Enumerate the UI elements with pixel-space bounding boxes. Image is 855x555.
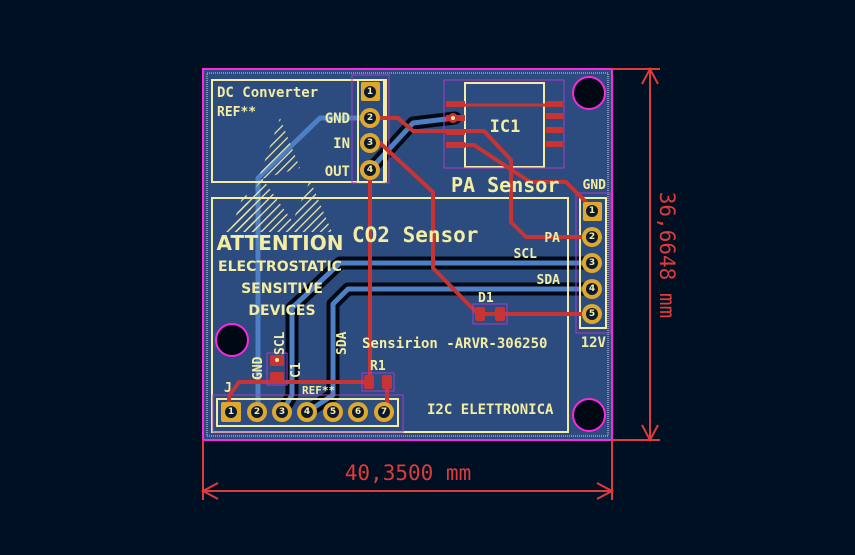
right-label-sda: SDA: [537, 273, 561, 288]
co2-sensor-title: CO2 Sensor: [352, 223, 478, 247]
esd-warning-symbol: ATTENTION ELECTROSTATIC SENSITIVE DEVICE…: [217, 118, 344, 319]
dc-connector-pins: 1 2 3 4: [360, 82, 380, 180]
pin-number: 3: [279, 407, 285, 417]
r1-pad: [364, 375, 374, 389]
right-label-scl: SCL: [514, 247, 538, 262]
width-dimension: [200, 440, 615, 500]
vertical-label-gnd: GND: [251, 356, 266, 380]
pin-number: 2: [589, 232, 595, 242]
pin-number: 2: [254, 407, 260, 417]
mounting-hole: [215, 323, 249, 357]
height-dimension-label: 36,6648 mm: [655, 192, 679, 318]
mounting-hole: [572, 76, 606, 110]
pin-number: 1: [589, 206, 595, 216]
esd-line-4: DEVICES: [248, 303, 315, 319]
bottom-connector-pins: 1 2 3 4 5 6 7: [221, 402, 394, 422]
pin-number: 5: [330, 407, 336, 417]
c1-via: [275, 358, 279, 362]
j-ref: J: [224, 381, 232, 396]
esd-attention: ATTENTION: [217, 231, 344, 255]
brand-label: I2C ELETTRONICA: [427, 402, 554, 418]
d1-ref: D1: [478, 291, 494, 306]
c1-ref: C1: [289, 362, 304, 378]
board-edge: [202, 68, 613, 441]
r1-pad: [382, 375, 392, 389]
esd-line-2: ELECTROSTATIC: [218, 259, 342, 275]
label-gnd: GND: [325, 111, 350, 127]
label-in: IN: [333, 136, 350, 152]
r1-ref: R1: [370, 359, 386, 374]
label-out: OUT: [325, 164, 350, 180]
right-connector-outline: [579, 197, 607, 329]
sda-trace: [304, 286, 595, 415]
right-label-gnd: GND: [583, 178, 607, 193]
right-label-12v: 12V: [581, 335, 607, 351]
board-keepout: [206, 72, 609, 437]
back-copper-traces: [255, 111, 599, 419]
pin-number: 4: [367, 165, 373, 175]
pin-number: 2: [367, 113, 373, 123]
right-connector-pins: 1 2 3 4 5: [582, 202, 602, 324]
pin-number: 5: [589, 309, 595, 319]
c1-pad: [270, 372, 284, 383]
ic1-ref: IC1: [490, 117, 521, 137]
dc-converter-outline: [211, 79, 387, 183]
height-dimension: [612, 66, 660, 443]
c1-courtyard: [266, 352, 288, 386]
ic1-courtyard: [443, 79, 565, 169]
mounting-hole: [572, 398, 606, 432]
dc-converter-title: DC Converter: [217, 85, 318, 101]
pa-trace: [368, 116, 594, 239]
scl-trace: [279, 260, 595, 415]
bottom-connector-outline: [216, 398, 399, 427]
bottom-connector-ref: REF**: [302, 384, 335, 397]
d1-pad: [495, 307, 505, 321]
via-drill: [451, 116, 455, 120]
pin-number: 3: [367, 138, 373, 148]
esd-line-3: SENSITIVE: [241, 281, 323, 297]
right-connector-courtyard: [575, 192, 611, 334]
pin-number: 6: [355, 407, 361, 417]
d1-pad: [475, 307, 485, 321]
vertical-label-sda: SDA: [335, 331, 350, 355]
vertical-label-scl: SCL: [273, 331, 288, 355]
pin-number: 1: [228, 407, 234, 417]
right-label-pa: PA: [544, 231, 560, 246]
pin-number: 7: [381, 407, 387, 417]
dc-converter-ref: REF**: [217, 105, 256, 120]
pin-number: 3: [589, 258, 595, 268]
width-dimension-label: 40,3500 mm: [345, 461, 471, 485]
pa-sensor-label: PA Sensor: [451, 173, 559, 197]
sensor-part-number: Sensirion -ARVR-306250: [362, 336, 547, 352]
pin-number: 4: [589, 284, 595, 294]
bottom-connector-courtyard: [212, 394, 404, 433]
pin-number: 4: [304, 407, 310, 417]
pin-number: 1: [367, 87, 373, 97]
d1-courtyard: [472, 303, 508, 325]
r1-courtyard: [361, 372, 395, 392]
